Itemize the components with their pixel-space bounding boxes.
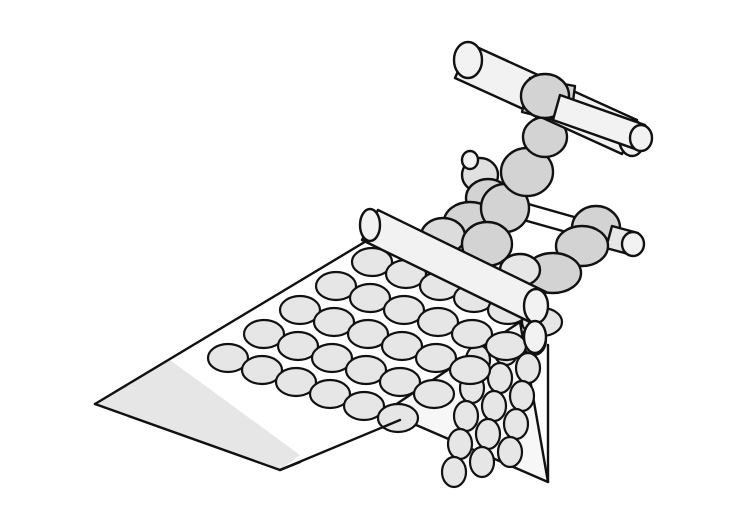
bubble <box>446 427 474 461</box>
bubble <box>344 354 388 386</box>
sheet-top-bubbles <box>206 246 564 434</box>
bubble <box>242 318 286 350</box>
bubble <box>440 455 468 489</box>
bubble <box>448 354 492 386</box>
sheet-top-shade <box>98 360 300 470</box>
front-roller-end <box>522 287 550 325</box>
bubble <box>452 399 480 433</box>
lower-roller <box>522 319 548 355</box>
bubble <box>414 342 458 374</box>
bubble <box>278 294 322 326</box>
top-bar <box>452 40 654 158</box>
bubble <box>346 318 390 350</box>
sheet-top <box>93 238 564 472</box>
bubble <box>312 306 356 338</box>
knuckle-chain <box>419 115 610 295</box>
bubble <box>502 407 530 441</box>
bubble <box>486 361 514 395</box>
bubble <box>274 366 318 398</box>
bubble <box>412 378 456 410</box>
bubble <box>474 417 502 451</box>
bubble <box>382 294 426 326</box>
bubble <box>416 306 460 338</box>
bubble <box>276 330 320 362</box>
bubble <box>480 389 508 423</box>
bubble <box>508 379 536 413</box>
bubble <box>378 366 422 398</box>
bubble <box>206 342 250 374</box>
bubble <box>348 282 392 314</box>
bubble <box>310 342 354 374</box>
bubble <box>342 390 386 422</box>
bubble <box>468 445 496 479</box>
bubble <box>496 435 524 469</box>
lower-roller-end <box>522 319 548 355</box>
bubble <box>380 330 424 362</box>
bubble <box>450 318 494 350</box>
bubble <box>314 270 358 302</box>
bubble <box>240 354 284 386</box>
bubble <box>350 246 394 278</box>
front-roller <box>358 207 550 325</box>
bubble <box>308 378 352 410</box>
bubble <box>484 330 528 362</box>
rod-end-cap <box>620 230 646 258</box>
